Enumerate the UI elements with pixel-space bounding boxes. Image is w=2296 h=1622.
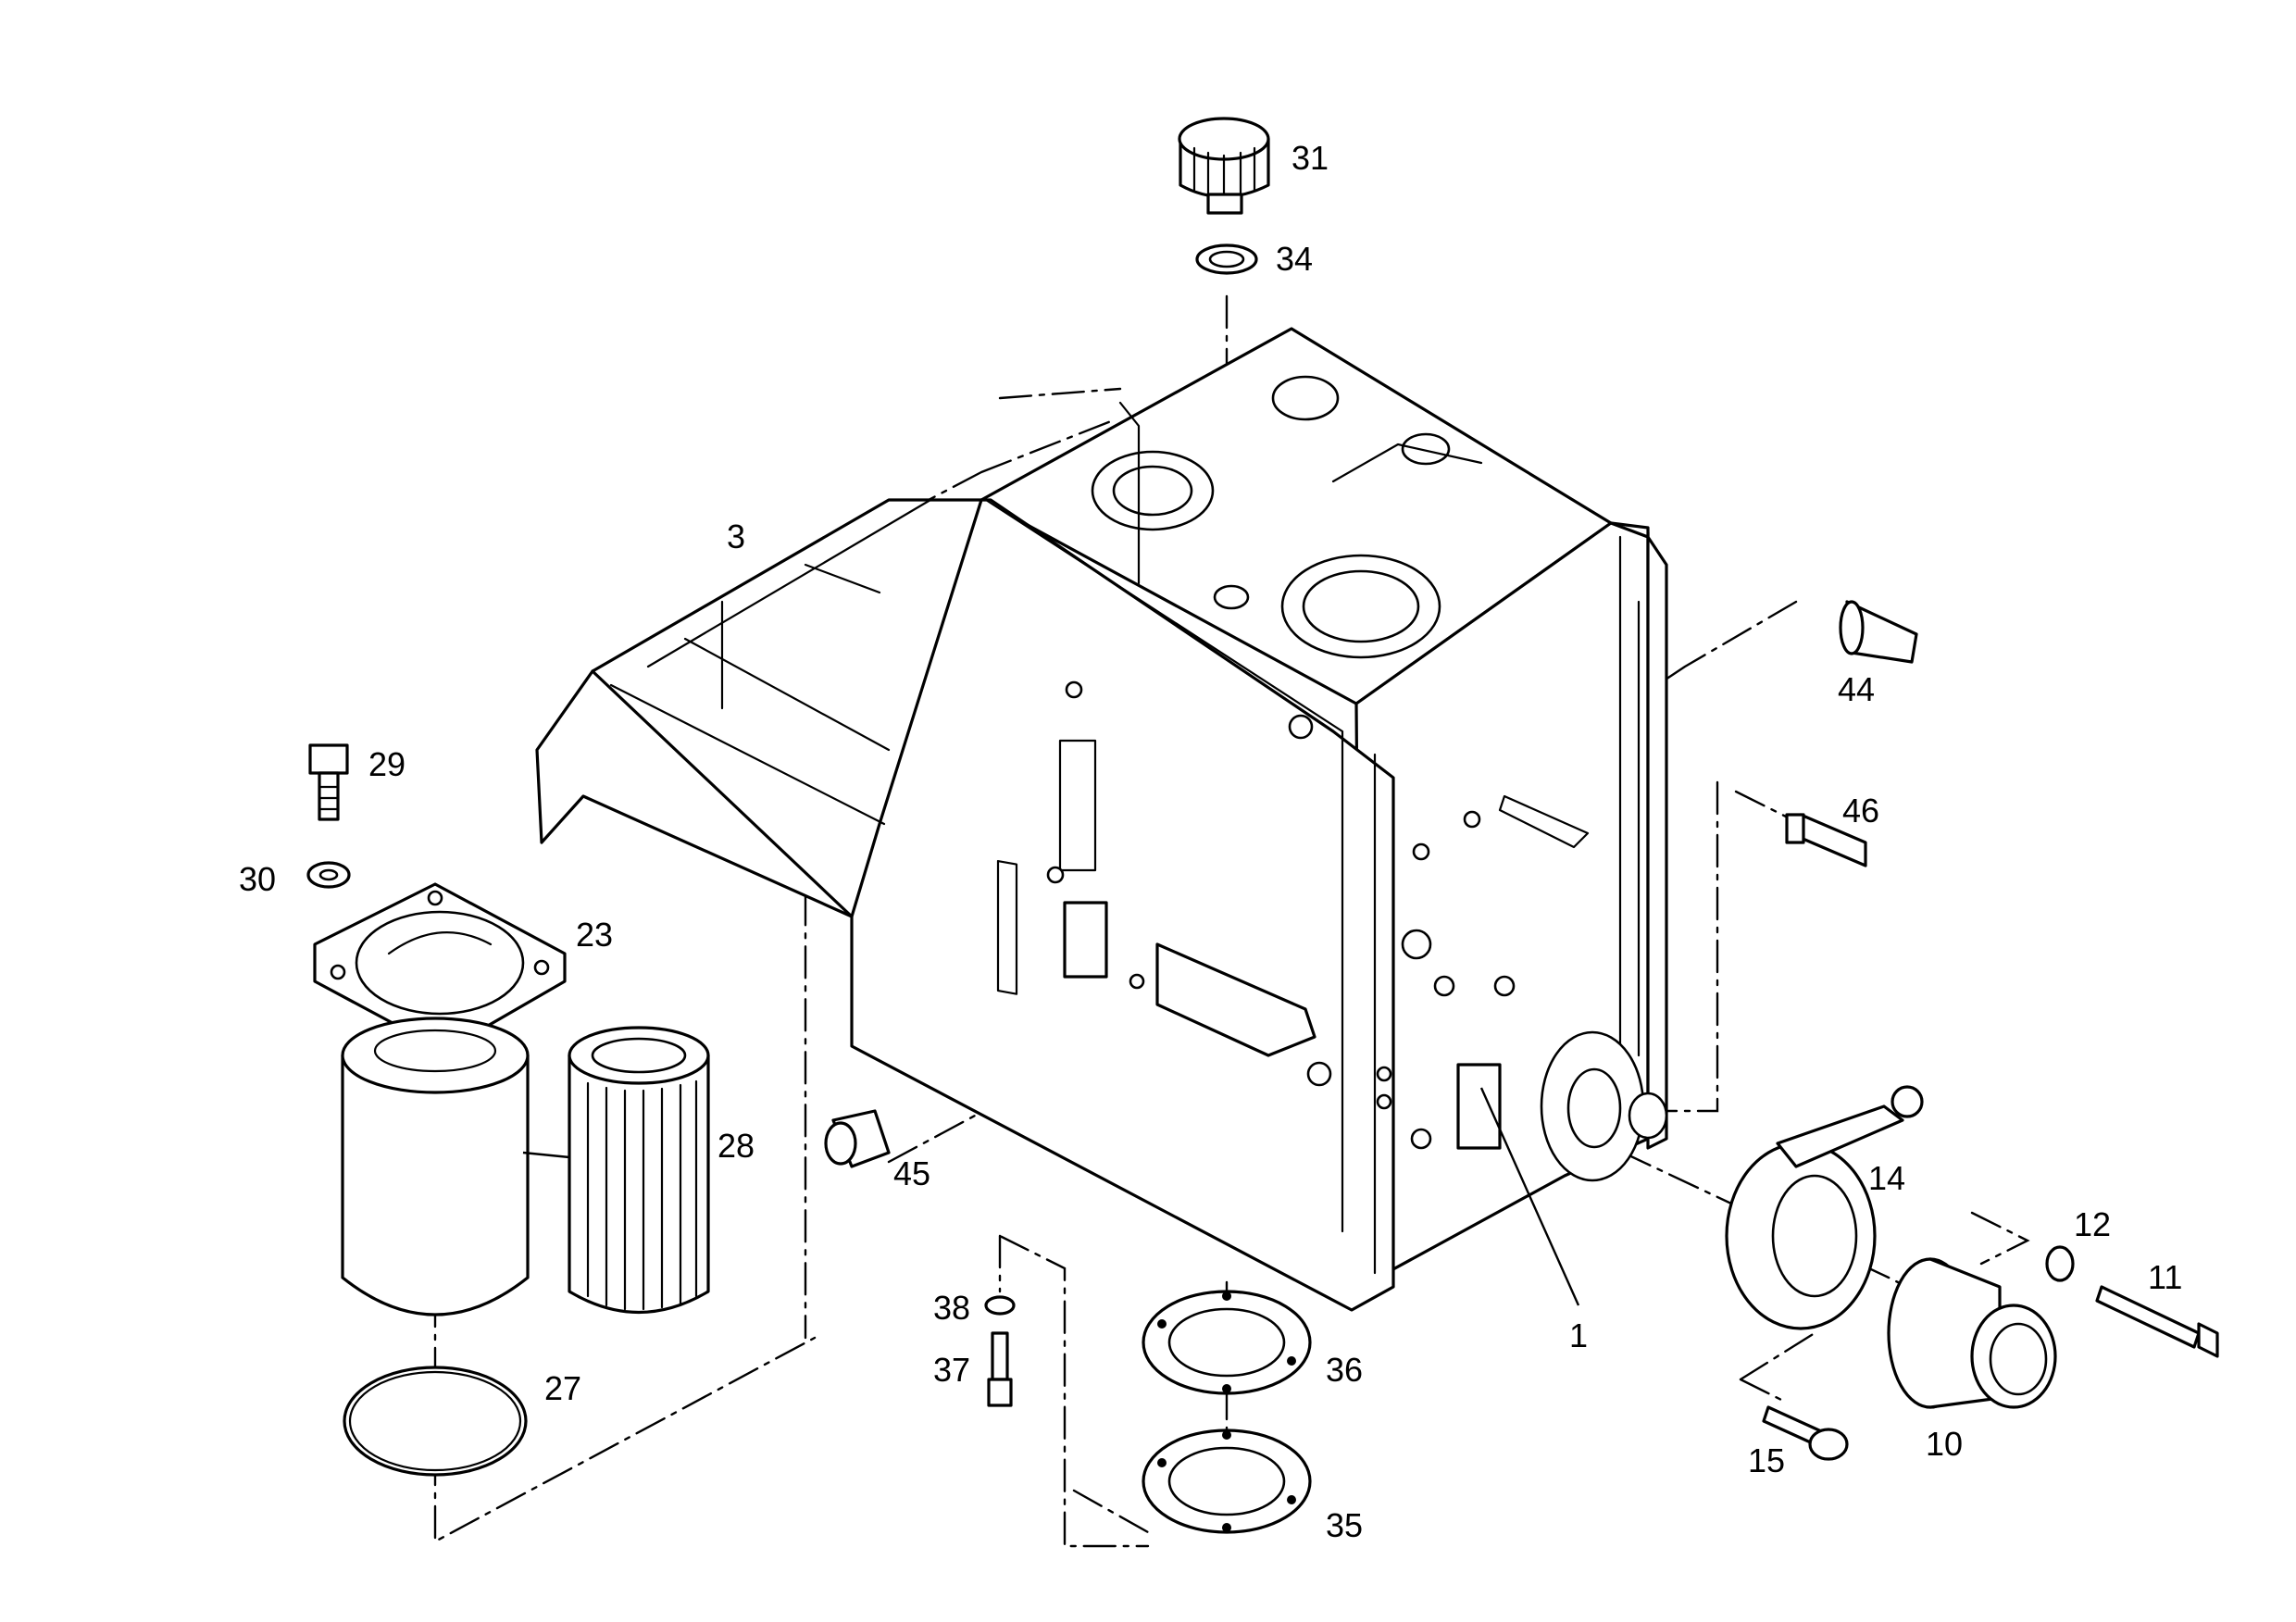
callout-27: 27 <box>544 1369 581 1407</box>
washer-38 <box>984 1295 1016 1316</box>
washer-30 <box>306 861 351 889</box>
seal-ring-34 <box>1195 243 1258 275</box>
callout-14: 14 <box>1868 1159 1905 1197</box>
callout-36: 36 <box>1326 1351 1363 1389</box>
callout-45: 45 <box>893 1154 930 1192</box>
callout-3: 3 <box>727 518 745 555</box>
ball-valve-14 <box>1725 1085 1924 1330</box>
callout-34: 34 <box>1276 240 1313 278</box>
bolt-11 <box>2095 1285 2219 1358</box>
callout-44: 44 <box>1838 670 1875 708</box>
callout-11: 11 <box>2148 1258 2182 1296</box>
callout-31: 31 <box>1292 139 1329 177</box>
callout-37: 37 <box>933 1351 970 1389</box>
callout-29: 29 <box>368 745 406 783</box>
plug-45 <box>824 1109 891 1168</box>
callout-28: 28 <box>718 1127 755 1165</box>
gasket-36 <box>1142 1290 1312 1395</box>
callout-lines <box>522 1087 1580 1306</box>
callout-35: 35 <box>1326 1506 1363 1544</box>
callout-46: 46 <box>1842 792 1879 830</box>
breather-cap-31 <box>1178 117 1270 215</box>
o-ring-27 <box>343 1366 528 1477</box>
filter-element-28 <box>568 1026 710 1314</box>
callout-15: 15 <box>1748 1441 1785 1479</box>
callout-12: 12 <box>2074 1205 2111 1243</box>
adapter-flange-10 <box>1887 1257 2057 1409</box>
bolt-29 <box>308 743 349 821</box>
callout-23: 23 <box>576 916 613 954</box>
callout-38: 38 <box>933 1289 970 1327</box>
hydraulic-tank <box>535 327 1668 1312</box>
screw-37 <box>987 1331 1013 1407</box>
callout-1: 1 <box>1569 1316 1588 1354</box>
plug-44 <box>1839 600 1918 664</box>
callout-labels: 1 3 10 11 12 14 15 23 27 28 29 30 31 34 … <box>239 139 2182 1544</box>
screw-15 <box>1762 1405 1849 1461</box>
filter-housing <box>341 1017 530 1316</box>
callout-30: 30 <box>239 860 276 898</box>
callout-10: 10 <box>1926 1425 1963 1463</box>
flange-35 <box>1142 1429 1312 1534</box>
pressure-switch-46 <box>1785 813 1867 867</box>
washer-12 <box>2045 1245 2075 1282</box>
filter-cover-23 <box>313 882 567 1053</box>
